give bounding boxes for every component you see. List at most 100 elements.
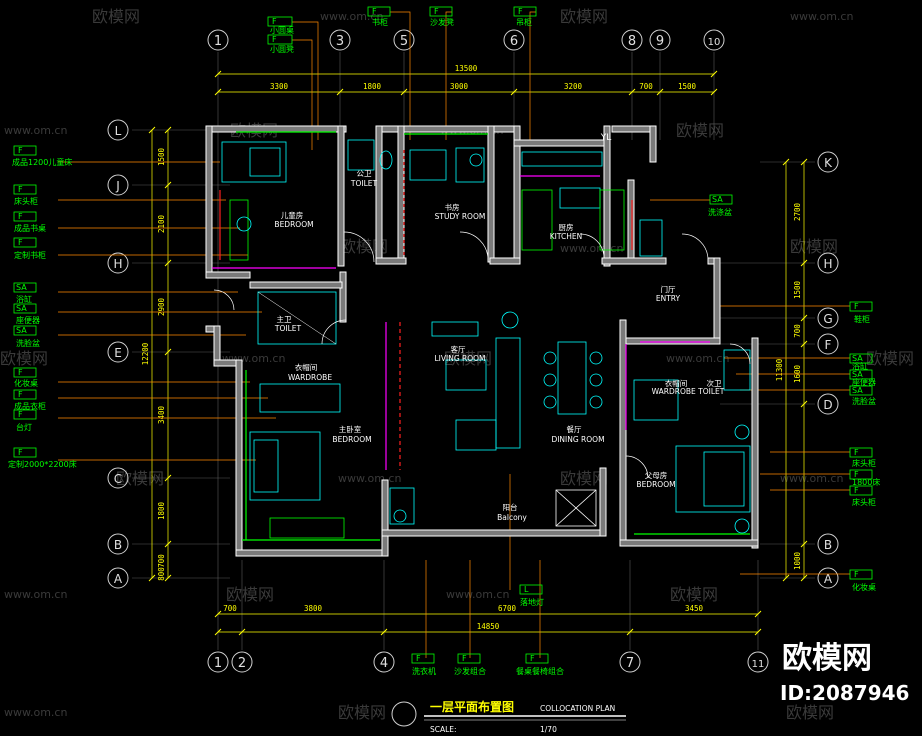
tag-label: 化妆桌 [852, 582, 876, 592]
grid-label-top: 5 [400, 34, 408, 49]
watermark-brand: 欧模网 [676, 121, 724, 140]
tag-code: F [18, 185, 23, 194]
tags-bottom: L 落地灯 F 洗衣机 F 沙发组合 F 餐桌餐椅组合 [411, 584, 564, 676]
room-en: ENTRY [656, 294, 681, 303]
watermark-brand: 欧模网 [116, 469, 164, 488]
tag-code: SA [852, 386, 863, 395]
tag-code: F [272, 35, 277, 44]
grid-label-top: 3 [336, 34, 344, 49]
tag-label: 成品衣柜 [14, 401, 46, 411]
tag-label: 餐桌餐椅组合 [516, 666, 564, 676]
dim-left-5: 1800 [157, 501, 166, 520]
grid-label-top: 1 [214, 34, 222, 49]
dim-top-4: 3200 [564, 82, 583, 91]
watermark-brand-large: 欧模网 [782, 641, 872, 676]
dim-bottom-1: 700 [223, 604, 237, 613]
dimension-text: 13500 3300 1800 3000 3200 700 1500 700 3… [223, 64, 703, 631]
dim-right-2: 1500 [793, 280, 802, 299]
grid-label-top: 8 [628, 34, 636, 49]
tag-code: L [524, 585, 529, 594]
tag-code: F [854, 570, 859, 579]
tag-code: F [18, 448, 23, 457]
room-en: KITCHEN [550, 232, 583, 241]
dim-right-5: 1000 [793, 551, 802, 570]
room-en: LIVING ROOM [434, 354, 485, 363]
dim-left-total: 12200 [141, 342, 150, 365]
watermark-brand: 欧模网 [560, 7, 608, 26]
dim-left-7: 800 [157, 567, 166, 581]
tag-label: 座便器 [852, 377, 876, 387]
grid-label-bottom: 11 [752, 659, 765, 670]
tag-label: 小圆凳 [270, 44, 294, 54]
watermark-brand: 欧模网 [670, 585, 718, 604]
grid-bubbles-top [207, 29, 725, 51]
room-labels: 儿童房 BEDROOM 公卫 TOILET 书房 STUDY ROOM 厨房 K… [274, 133, 725, 522]
room-cn: 阳台 [503, 502, 518, 512]
tag-code: F [854, 448, 859, 457]
tag-code: F [854, 302, 859, 311]
grid-label-left: E [114, 346, 122, 360]
tag-label: 洗涤盆 [708, 207, 732, 217]
room-cn: 门厅 [661, 285, 676, 294]
room-en: TOILET [274, 324, 302, 333]
tag-code: F [18, 410, 23, 419]
tag-label: 沙发凳 [430, 17, 454, 27]
watermark-url: www.om.cn [338, 472, 401, 485]
tag-code: SA [852, 370, 863, 379]
room-cn: 书房 [445, 202, 460, 212]
tag-label: 书柜 [372, 17, 388, 27]
title-main: 一层平面布置图 [430, 699, 514, 714]
tag-label: 座便器 [16, 315, 40, 325]
grid-bubbles-top-text: 1 3 5 6 8 9 10 [214, 34, 721, 49]
room-cn: 次卫 [707, 378, 722, 388]
tag-label: 定制2000*2200床 [8, 459, 77, 469]
leader-lines [58, 11, 850, 658]
room-en: BEDROOM [332, 435, 371, 444]
tag-code: F [18, 390, 23, 399]
tag-code: F [18, 146, 23, 155]
room-en: WARDROBE TOILET [652, 387, 725, 396]
tag-label: 化妆桌 [14, 378, 38, 388]
tag-code: F [854, 486, 859, 495]
grid-label-bottom: 2 [238, 656, 246, 671]
grid-label-left: H [113, 257, 122, 271]
tag-code: F [18, 368, 23, 377]
tag-label: 床头柜 [852, 497, 876, 507]
grid-label-bottom: 1 [214, 656, 222, 671]
dim-right-3: 700 [793, 324, 802, 338]
room-cn: 主卫 [277, 314, 292, 324]
grid-bubbles-left-text: L J H E C B A [113, 124, 122, 586]
watermark-url: www.om.cn [666, 352, 729, 365]
title-block: 一层平面布置图 COLLOCATION PLAN SCALE: 1/70 [391, 699, 626, 734]
grid-label-right: B [824, 538, 832, 552]
tags-left: F 成品1200儿童床 F 床头柜 F 成品书桌 F 定制书柜 SA 浴缸 SA… [8, 145, 77, 469]
tag-code: F [530, 654, 535, 663]
tag-label: 落地灯 [520, 597, 544, 607]
dim-left-4: 3400 [157, 405, 166, 424]
tag-code: F [272, 17, 277, 26]
dim-left-6: 700 [157, 554, 166, 568]
watermark-brand: 欧模网 [786, 703, 834, 722]
room-cn: 客厅 [451, 344, 466, 354]
dim-top-5: 700 [639, 82, 653, 91]
grid-bubbles-right-text: K H G F D B A [823, 156, 833, 586]
tag-code: SA [16, 304, 27, 313]
tag-label: 洗脸盆 [852, 396, 876, 406]
watermark-brand: 欧模网 [790, 237, 838, 256]
watermark-url: www.om.cn [4, 706, 67, 719]
tag-label: 浴缸 [16, 294, 32, 304]
grid-label-top: 6 [510, 34, 518, 49]
dim-right-total: 11300 [775, 358, 784, 381]
watermark-brand: 欧模网 [226, 585, 274, 604]
watermark-url: www.om.cn [780, 472, 843, 485]
room-cn: 衣帽间 [665, 378, 688, 388]
dim-bottom-2: 3800 [304, 604, 323, 613]
dimension-ticks [148, 70, 808, 636]
dim-left-3: 2900 [157, 297, 166, 316]
tag-label: 成品书桌 [14, 223, 46, 233]
tag-label: 1800床 [852, 477, 880, 487]
doors [213, 231, 751, 479]
walls [205, 125, 759, 557]
tag-label: 沙发组合 [454, 666, 486, 676]
scale-label: SCALE: [430, 725, 457, 734]
